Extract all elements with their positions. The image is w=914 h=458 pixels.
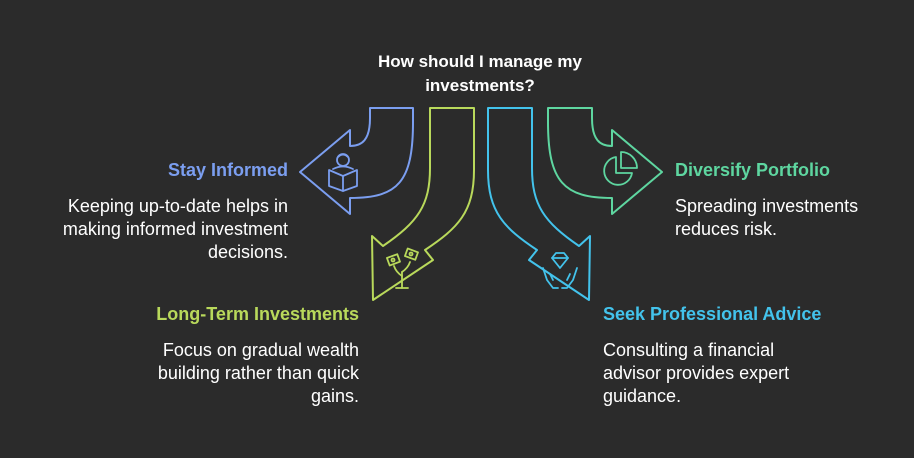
professional-advice-arrow [487,107,591,301]
pie-chart-icon [603,151,638,186]
long-term-arrow [371,107,475,301]
professional-advice-description: Consulting a financial advisor provides … [603,340,790,406]
stay-informed-description: Keeping up-to-date helps in making infor… [62,196,288,262]
diversify-portfolio-label: Diversify Portfolio [675,160,831,180]
hands-diamond-icon [542,252,578,289]
page-title: How should I manage my investments? [377,52,583,95]
stay-informed-arrow [299,107,414,215]
money-plant-icon [386,247,419,289]
stay-informed-label: Stay Informed [167,160,288,180]
long-term-label: Long-Term Investments [156,304,359,324]
long-term-description: Focus on gradual wealth building rather … [157,340,359,406]
reading-person-icon [328,153,358,192]
diversify-portfolio-arrow [547,107,663,215]
professional-advice-label: Seek Professional Advice [603,304,822,324]
diversify-portfolio-description: Spreading investments reduces risk. [675,196,859,239]
